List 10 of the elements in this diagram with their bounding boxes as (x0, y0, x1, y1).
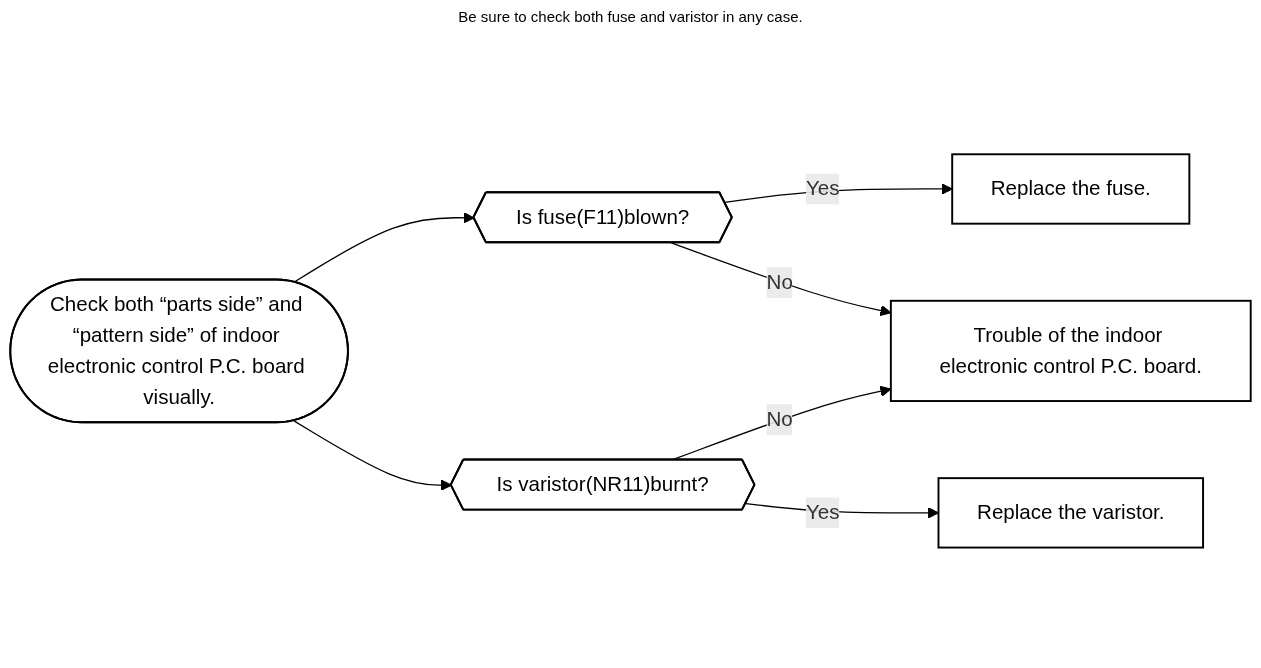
note-text: Be sure to check both fuse and varistor in any case. (458, 8, 803, 25)
arrow (293, 211, 475, 283)
edge-label: No (766, 407, 793, 430)
node-box: Replace the fuse. (951, 152, 1191, 225)
node-box: Trouble of the indoor electronic control P.C. board. (889, 299, 1252, 402)
edge-label: No (766, 270, 793, 293)
node-box: Replace the varistor. (937, 476, 1205, 549)
edge-label: Yes (805, 500, 840, 523)
edge-label: Yes (805, 176, 840, 199)
arrow (293, 419, 452, 491)
